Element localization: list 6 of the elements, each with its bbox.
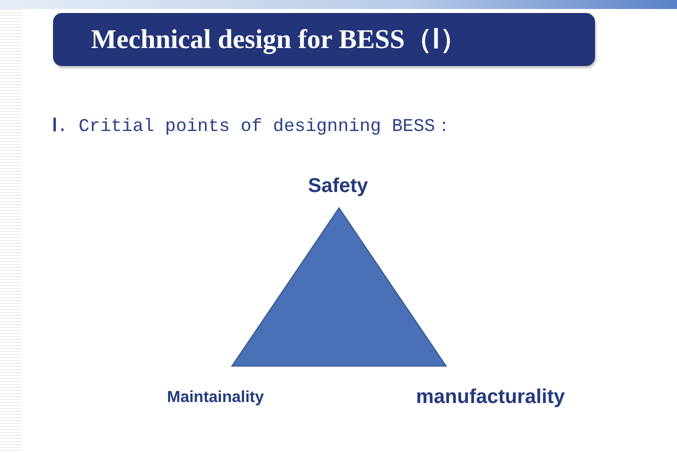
slide-title: Mechnical design for BESS（Ⅰ）: [91, 23, 467, 55]
vertex-label: manufacturality: [416, 386, 565, 409]
vertex-label: Safety: [308, 175, 368, 198]
vertex-label: Maintainality: [167, 389, 264, 408]
triangle: [231, 207, 447, 367]
section-heading: Ⅰ. Critial points of designning BESS：: [52, 116, 454, 138]
